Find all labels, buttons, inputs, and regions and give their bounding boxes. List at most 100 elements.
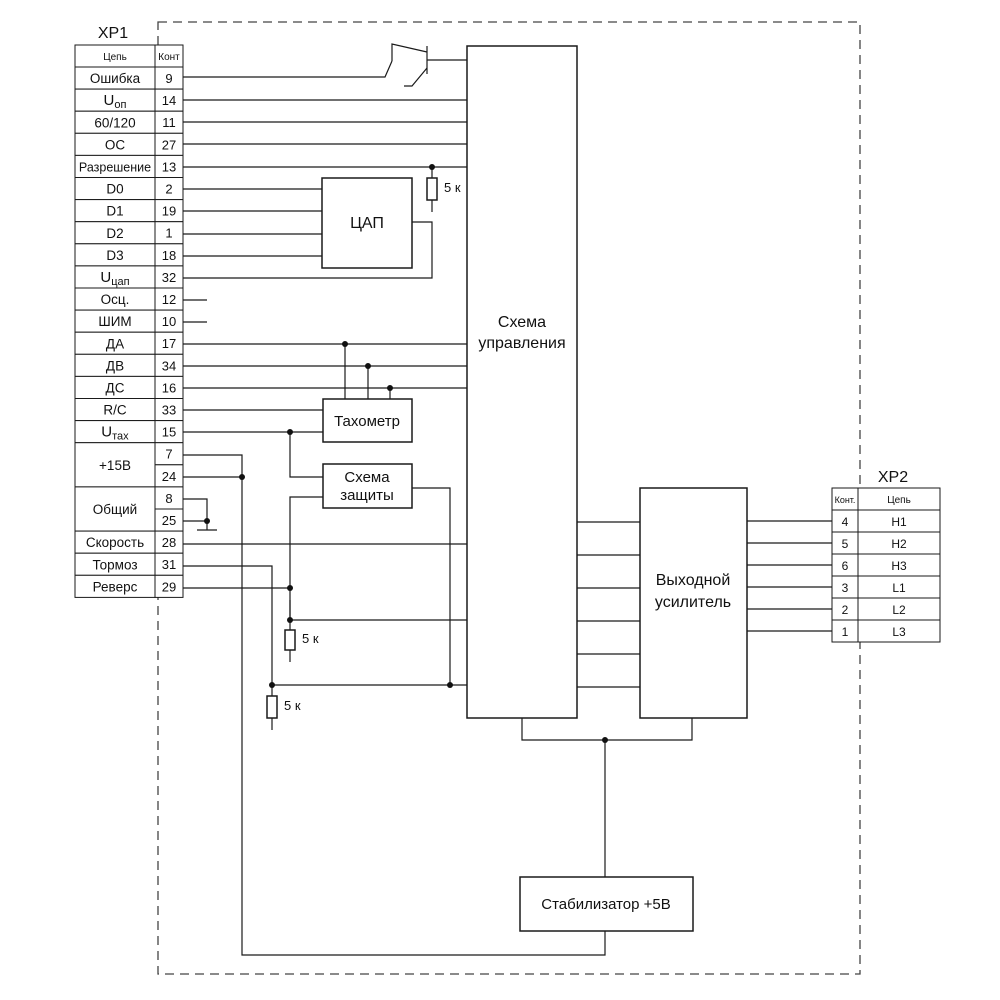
xp2-pin-label: 6	[842, 559, 849, 573]
xp2-header-net: Цепь	[887, 495, 911, 506]
xp2-header-pin: Конт.	[835, 495, 856, 505]
control-label-1: Схема	[498, 314, 546, 331]
xp1-pin-label: 25	[162, 513, 176, 528]
xp1-pin-label: 13	[162, 159, 176, 174]
xp1-pin-cell	[154, 574, 184, 598]
xp1-pin-label: 34	[162, 358, 176, 373]
xp2-net-label: L2	[892, 603, 906, 617]
xp2-pin-label: 1	[842, 625, 849, 639]
xp1-pin-label: 33	[162, 403, 176, 418]
xp2-connector: XP2 Конт. Цепь 4 H1 5 H2 6 H3 3 L1 2 L2 1 L3	[831, 469, 941, 643]
xp1-net-label: R/C	[103, 403, 127, 418]
xp1-header-net: Цепь	[103, 52, 127, 63]
protection-label-2: защиты	[340, 487, 394, 504]
xp2-title: XP2	[878, 469, 908, 486]
xp1-net-label: ОС	[105, 137, 126, 152]
xp1-net-label: Реверс	[93, 579, 138, 594]
xp1-net-label: Ошибка	[90, 71, 141, 86]
wire-protect-left	[289, 496, 467, 621]
tacho-block: Тахометр	[322, 398, 413, 443]
xp1-pin-label: 17	[162, 336, 176, 351]
wire-ucap	[183, 221, 433, 279]
xp1-net-label: ДА	[106, 336, 124, 351]
xp1-pin-label: 24	[162, 469, 176, 484]
control-label-2: управления	[478, 335, 565, 352]
xp1-net-label: +15В	[99, 458, 131, 473]
xp1-pin-label: 27	[162, 137, 176, 152]
xp1-pin-label: 7	[165, 447, 172, 462]
xp2-pin-label: 3	[842, 581, 849, 595]
xp1-net-label: D0	[106, 182, 123, 197]
xp1-pin-label: 32	[162, 270, 176, 285]
xp1-pin-label: 12	[162, 292, 176, 307]
xp2-net-label: L3	[892, 625, 906, 639]
wires	[183, 60, 832, 956]
xp2-pin-label: 5	[842, 537, 849, 551]
xp1-pin-label: 28	[162, 535, 176, 550]
xp1-net-label: Осц.	[101, 292, 130, 307]
xp1-pin-label: 16	[162, 380, 176, 395]
xp1-net-label: ДС	[106, 380, 125, 395]
xp1-net-label: ДВ	[106, 358, 124, 373]
xp1-net-label: D3	[106, 248, 123, 263]
xp1-net-label: Разрешение	[79, 160, 151, 174]
xp1-net-label: D1	[106, 204, 123, 219]
xp1-pin-label: 10	[162, 314, 176, 329]
xp1-title: XP1	[98, 25, 128, 42]
tacho-label: Тахометр	[334, 413, 400, 430]
xp2-net-label: L1	[892, 581, 906, 595]
amplifier-block: Выходной усилитель	[639, 487, 748, 719]
xp2-net-cell	[857, 619, 941, 643]
wire-5v-bus	[521, 718, 693, 741]
xp1-net-label: Общий	[93, 502, 137, 517]
resistor-r2-label: 5 к	[302, 631, 319, 646]
xp1-pin-label: 29	[162, 579, 176, 594]
xp1-net-label: D2	[106, 226, 123, 241]
wire-brake	[183, 565, 467, 686]
xp1-pin-label: 8	[165, 491, 172, 506]
xp1-pin-label: 15	[162, 425, 176, 440]
xp2-net-label: H3	[891, 559, 907, 573]
xp1-pin-label: 14	[162, 93, 176, 108]
xp1-pin-label: 31	[162, 557, 176, 572]
resistor-r1: 5 к	[426, 177, 461, 201]
amplifier-label-1: Выходной	[656, 572, 731, 589]
dac-block: ЦАП	[321, 177, 413, 269]
xp1-pin-label: 19	[162, 204, 176, 219]
xp1-pin-label: 11	[162, 115, 176, 130]
control-block: Схема управления	[466, 45, 578, 719]
resistor-r3-label: 5 к	[284, 698, 301, 713]
amplifier-label-2: усилитель	[655, 594, 731, 611]
xp1-net-label: Uоп	[104, 92, 127, 111]
xp1-net-label: Uтах	[101, 424, 129, 443]
wire-common	[183, 498, 208, 530]
xp1-net-label: Скорость	[86, 535, 144, 550]
protection-block: Схема защиты	[322, 463, 413, 509]
wire-utax-to-protect	[289, 432, 323, 478]
xp1-net-label: Тормоз	[92, 557, 137, 572]
xp1-pin-label: 2	[165, 182, 172, 197]
resistor-r1-label: 5 к	[444, 180, 461, 195]
xp1-net-cell	[74, 442, 156, 488]
xp1-net-label: ШИМ	[98, 314, 131, 329]
xp2-pin-label: 2	[842, 603, 849, 617]
xp1-pin-label: 9	[165, 71, 172, 86]
dac-label: ЦАП	[350, 215, 384, 232]
stabilizer-label: Стабилизатор +5В	[541, 896, 671, 913]
xp2-net-label: H2	[891, 537, 907, 551]
stabilizer-block: Стабилизатор +5В	[519, 876, 694, 932]
xp2-pin-label: 4	[842, 515, 849, 529]
wire-protect-out	[412, 487, 451, 685]
wire-error	[183, 60, 393, 78]
transistor-symbol	[391, 43, 467, 87]
protection-label-1: Схема	[344, 469, 390, 486]
xp1-net-label: 60/120	[94, 115, 135, 130]
wire-15v-7	[183, 454, 606, 956]
xp2-net-label: H1	[891, 515, 907, 529]
xp1-net-label: Uцап	[100, 269, 129, 288]
xp1-header-pin: Конт	[158, 52, 180, 63]
xp2-table: Конт. Цепь 4 H1 5 H2 6 H3 3 L1 2 L2 1 L3	[831, 487, 941, 643]
